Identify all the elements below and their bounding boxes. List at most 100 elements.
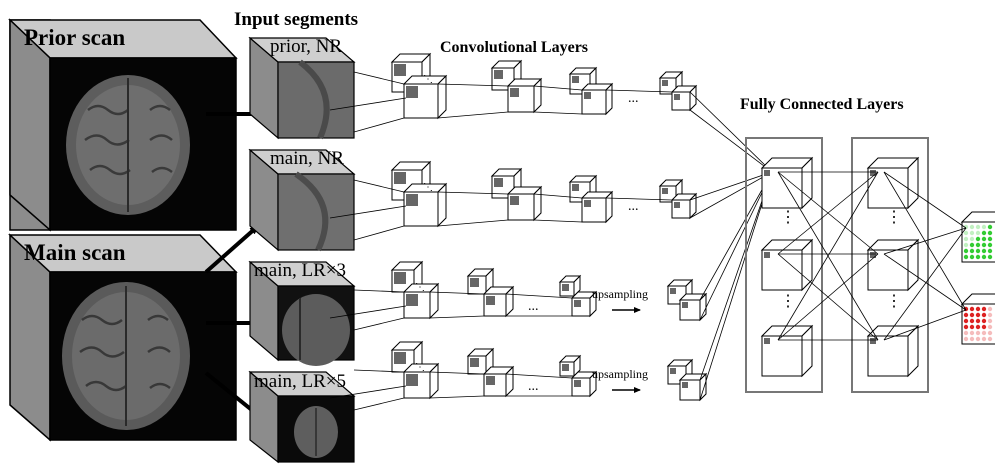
output-dot <box>975 336 981 342</box>
output-dot <box>975 330 981 336</box>
output-dot <box>975 318 981 324</box>
output-dot <box>969 254 975 260</box>
output-dot <box>981 312 987 318</box>
main-scan-label: Main scan <box>24 240 126 265</box>
output-dot <box>981 224 987 230</box>
output-dot <box>981 236 987 242</box>
output-dot <box>981 336 987 342</box>
segment-prior-nr: prior, NR <box>248 36 356 140</box>
input-segments-title: Input segments <box>234 9 358 30</box>
output-dot <box>981 324 987 330</box>
conv3b-cube <box>570 370 598 398</box>
output-dot <box>969 324 975 330</box>
output-dot <box>987 336 993 342</box>
output-dot <box>963 230 969 236</box>
output-dot <box>975 324 981 330</box>
cube-dots: ⋱ <box>423 182 433 193</box>
fc-column-1-frame <box>745 137 823 393</box>
conv3b-cube <box>580 82 614 116</box>
layer-ellipsis: ... <box>528 379 539 394</box>
fully-connected-layers: ⋮⋮⋮⋮ <box>745 137 929 393</box>
conv2a-cube <box>490 167 523 200</box>
conv-final-b-cube <box>678 292 708 322</box>
output-dot <box>969 318 975 324</box>
prior-scan-volume: Prior scan <box>8 18 238 232</box>
output-dot <box>969 312 975 318</box>
output-dot <box>975 254 981 260</box>
output-dot <box>981 248 987 254</box>
conv3a-cube <box>558 274 582 298</box>
conv2b-cube <box>506 185 543 222</box>
pathway-main-lr3: ⋱...upsampling <box>329 171 773 331</box>
vertical-ellipsis: ⋮ <box>886 209 902 226</box>
prior-scan-label: Prior scan <box>24 25 125 50</box>
fc1-unit-cube <box>760 324 814 378</box>
conv3b-cube <box>580 190 614 224</box>
output-dot <box>987 330 993 336</box>
fc-column-2-frame <box>851 137 929 393</box>
output-positive-cube <box>960 211 995 263</box>
conv-final-b-cube <box>678 372 708 402</box>
output-dot <box>987 254 993 260</box>
output-negative-cube <box>960 293 995 345</box>
conv-final-b-cube <box>670 192 698 220</box>
output-dot <box>963 236 969 242</box>
output-layer <box>883 171 995 345</box>
fc2-unit-cube <box>866 324 920 378</box>
main-scan-volume: Main scan <box>8 233 238 442</box>
output-dot <box>981 330 987 336</box>
output-dot <box>969 248 975 254</box>
output-dot <box>969 242 975 248</box>
fc-layers-header: Fully Connected Layers <box>740 96 904 113</box>
segment-prior-nr-label: prior, NR <box>270 36 342 57</box>
output-dot <box>963 318 969 324</box>
fc2-unit-cube <box>866 156 920 210</box>
output-dot <box>963 324 969 330</box>
output-dot <box>975 236 981 242</box>
conv1b-cube <box>402 74 448 120</box>
output-dot <box>975 224 981 230</box>
output-dot <box>975 242 981 248</box>
upsampling-label: upsampling <box>592 367 648 381</box>
output-dot <box>969 330 975 336</box>
cube-dots: ⋱ <box>415 282 425 293</box>
output-dot <box>987 242 993 248</box>
output-dot <box>987 306 993 312</box>
output-dot <box>987 224 993 230</box>
output-dot <box>987 318 993 324</box>
output-dot <box>981 254 987 260</box>
output-dot <box>963 248 969 254</box>
conv2a-cube <box>466 347 495 376</box>
output-dot <box>963 312 969 318</box>
output-dot <box>975 312 981 318</box>
cube-dots: ⋱ <box>423 74 433 85</box>
conv1b-cube <box>402 182 448 228</box>
output-dot <box>969 306 975 312</box>
pathway-main-nr: ⋱... <box>329 160 773 241</box>
conv-layers-header: Convolutional Layers <box>440 39 588 56</box>
output-dot <box>987 236 993 242</box>
pathway-prior-nr: ⋱... <box>329 52 773 173</box>
vertical-ellipsis: ⋮ <box>780 209 796 226</box>
conv-pathways: ⋱...⋱...⋱...upsampling⋱...upsampling <box>329 52 773 411</box>
fc1-unit-cube <box>760 238 814 292</box>
output-dot <box>975 306 981 312</box>
output-dot <box>963 242 969 248</box>
segment-main-nr-label: main, NR <box>270 148 344 169</box>
pathway-main-lr5: ⋱... upsampling <box>329 171 773 411</box>
output-dot <box>969 224 975 230</box>
vertical-ellipsis: ⋮ <box>886 293 902 310</box>
conv2b-cube <box>506 77 543 114</box>
output-dot <box>981 230 987 236</box>
conv3a-cube <box>558 354 582 378</box>
conv1b-cube <box>402 362 440 400</box>
output-dot <box>963 330 969 336</box>
output-dot <box>969 236 975 242</box>
fc-column-1 <box>745 137 823 393</box>
segment-main-lr5: main, LR×5 <box>248 370 356 464</box>
layer-ellipsis: ... <box>528 299 539 314</box>
output-dot <box>969 336 975 342</box>
layer-ellipsis: ... <box>628 91 639 106</box>
segment-main-lr3-label: main, LR×3 <box>254 260 346 281</box>
